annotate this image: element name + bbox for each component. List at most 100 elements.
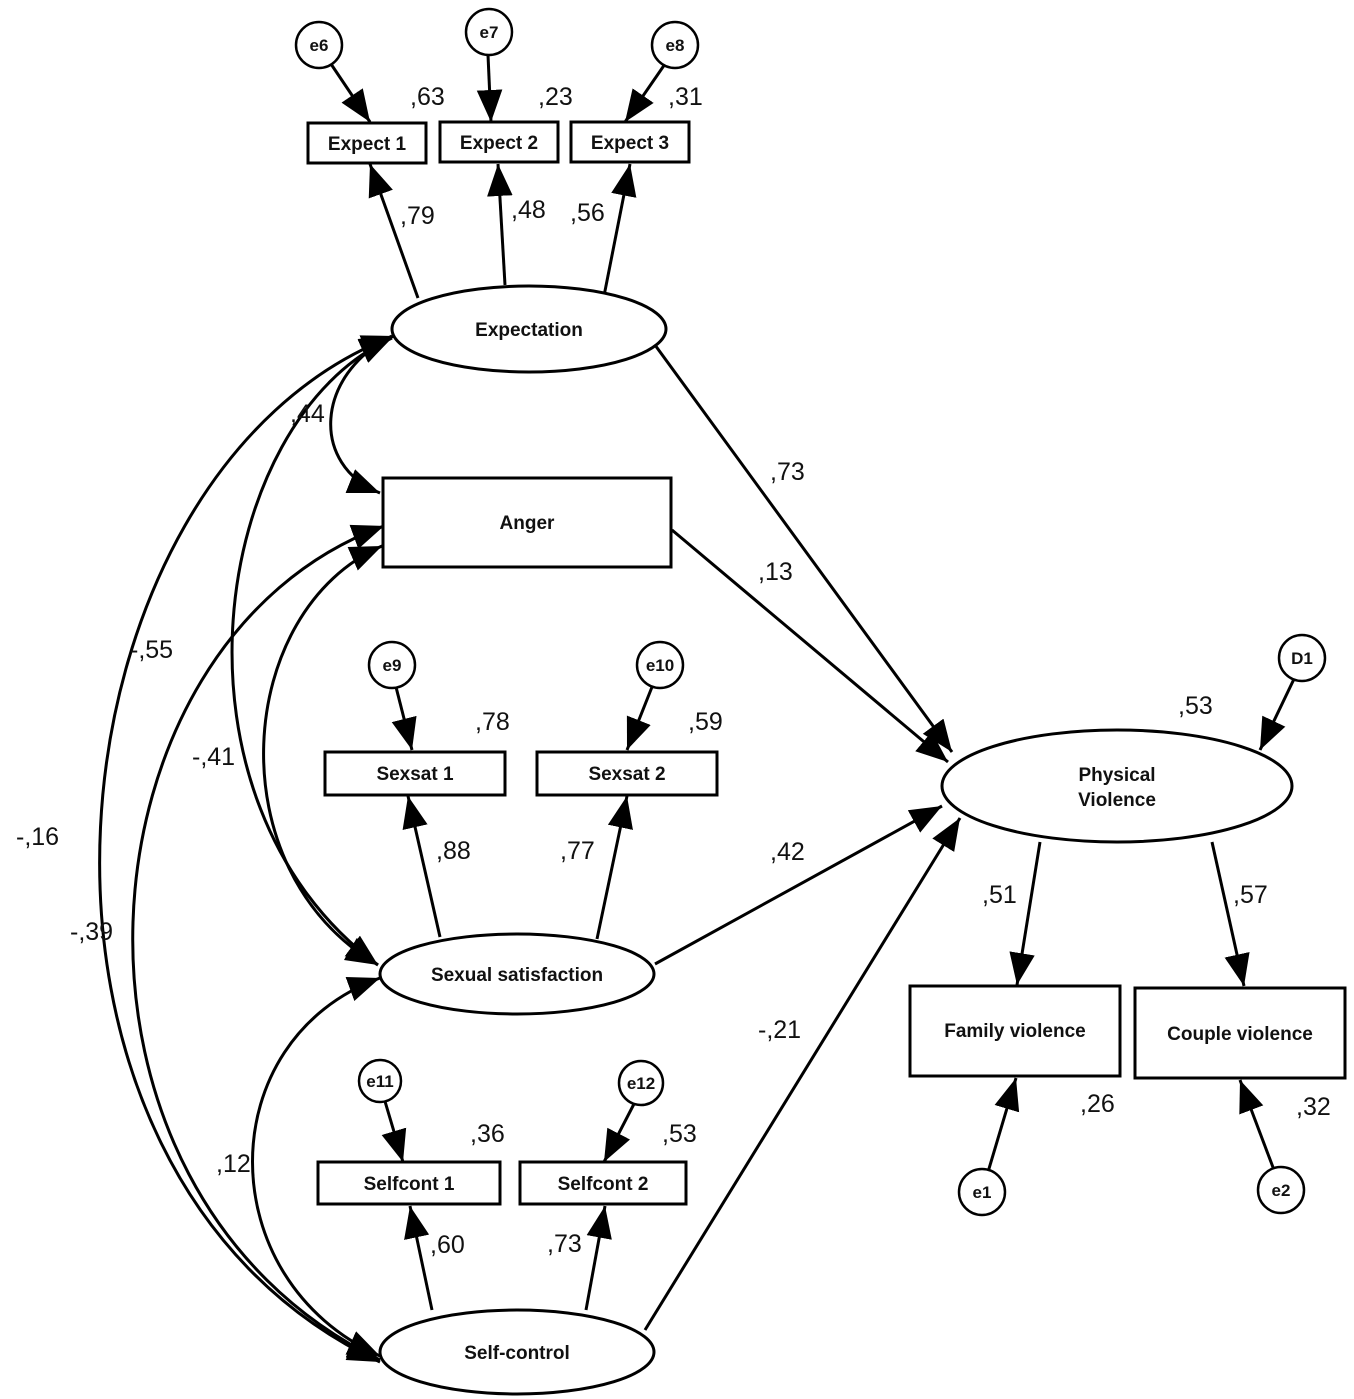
expectation-anger-correlation bbox=[329, 334, 393, 495]
physical-violence-ellipse: Physical Violence bbox=[940, 728, 1294, 844]
selfcont1-box: Selfcont 1 bbox=[316, 1160, 502, 1206]
d1-label: D1 bbox=[1291, 649, 1313, 668]
d1-to-pv-arrow bbox=[1258, 678, 1296, 751]
path-expectation-pv: ,73 bbox=[770, 458, 805, 486]
e12-to-selfcont2-arrow bbox=[602, 1101, 637, 1163]
expect3-label: Expect 3 bbox=[591, 133, 669, 154]
sexsat2-box: Sexsat 2 bbox=[535, 750, 719, 797]
e1-label: e1 bbox=[973, 1183, 992, 1202]
e9-label: e9 bbox=[383, 656, 402, 675]
e6-to-expect1-arrow bbox=[329, 63, 372, 123]
coefficients: ,63 ,23 ,31 ,78 ,59 ,36 ,53 ,53 ,26 ,32 … bbox=[16, 83, 1331, 1259]
sexsat2-label: Sexsat 2 bbox=[588, 764, 665, 785]
connectors bbox=[98, 54, 1296, 1364]
corr-anger-sexsat: -,41 bbox=[192, 743, 235, 771]
r2-sexsat1: ,78 bbox=[475, 708, 510, 736]
e12-circle: e12 bbox=[617, 1059, 665, 1107]
e6-label: e6 bbox=[310, 36, 329, 55]
r2-selfcont2: ,53 bbox=[662, 1120, 697, 1148]
anger-box: Anger bbox=[381, 476, 673, 569]
r2-expect1: ,63 bbox=[410, 83, 445, 111]
sexual-satisfaction-label: Sexual satisfaction bbox=[431, 965, 603, 986]
path-sexsat-pv: ,42 bbox=[770, 838, 805, 866]
e7-circle: e7 bbox=[464, 7, 514, 57]
family-violence-label: Family violence bbox=[944, 1021, 1086, 1042]
e11-label: e11 bbox=[366, 1072, 393, 1091]
error-terms: e6 e7 e8 e9 e10 e11 e12 D1 bbox=[294, 7, 1327, 1217]
loading-family-violence: ,51 bbox=[982, 881, 1017, 909]
selfcont2-box: Selfcont 2 bbox=[518, 1160, 688, 1206]
family-violence-box: Family violence bbox=[908, 984, 1122, 1078]
corr-anger-selfcontrol: -,39 bbox=[70, 918, 113, 946]
pv-to-family-arrow bbox=[1009, 841, 1042, 986]
r2-selfcont1: ,36 bbox=[470, 1120, 505, 1148]
r2-family-violence: ,26 bbox=[1080, 1090, 1115, 1118]
d1-circle: D1 bbox=[1277, 633, 1327, 683]
loading-sexsat1: ,88 bbox=[436, 837, 471, 865]
anger-selfcontrol-correlation bbox=[131, 524, 385, 1362]
pv-to-couple-arrow bbox=[1210, 841, 1250, 987]
expectation-selfcontrol-correlation bbox=[98, 334, 395, 1364]
physical-violence-label-line1: Physical bbox=[1078, 765, 1155, 786]
e2-circle: e2 bbox=[1256, 1165, 1306, 1215]
expectation-label: Expectation bbox=[475, 320, 583, 341]
corr-expectation-sexsat: -,55 bbox=[130, 636, 173, 664]
e9-to-sexsat1-arrow bbox=[391, 686, 417, 751]
path-selfcontrol-pv: -,21 bbox=[758, 1016, 801, 1044]
e12-label: e12 bbox=[627, 1074, 655, 1093]
r2-physical-violence: ,53 bbox=[1178, 692, 1213, 720]
corr-expectation-selfcontrol: -,16 bbox=[16, 823, 59, 851]
e10-to-sexsat2-arrow bbox=[625, 686, 654, 751]
corr-expectation-anger: ,44 bbox=[290, 400, 325, 428]
self-control-ellipse: Self-control bbox=[378, 1308, 656, 1396]
e9-circle: e9 bbox=[367, 640, 417, 690]
loading-expect2: ,48 bbox=[511, 196, 546, 224]
e7-to-expect2-arrow bbox=[476, 54, 503, 123]
expectation-to-pv-arrow bbox=[653, 344, 954, 753]
sexsat-to-sexsat1-arrow bbox=[402, 795, 442, 938]
expect3-box: Expect 3 bbox=[569, 120, 691, 164]
e1-circle: e1 bbox=[957, 1167, 1007, 1217]
anger-label: Anger bbox=[500, 513, 556, 534]
expectation-to-expect3-arrow bbox=[602, 163, 637, 297]
loading-expect1: ,79 bbox=[400, 202, 435, 230]
physical-violence-label-line2: Violence bbox=[1078, 790, 1156, 811]
couple-violence-label: Couple violence bbox=[1167, 1024, 1313, 1045]
sexual-satisfaction-ellipse: Sexual satisfaction bbox=[378, 932, 656, 1016]
r2-expect3: ,31 bbox=[668, 83, 703, 111]
e11-circle: e11 bbox=[357, 1058, 403, 1104]
r2-sexsat2: ,59 bbox=[688, 708, 723, 736]
expect2-box: Expect 2 bbox=[438, 120, 560, 164]
e6-circle: e6 bbox=[294, 20, 344, 70]
path-anger-pv: ,13 bbox=[758, 558, 793, 586]
r2-couple-violence: ,32 bbox=[1296, 1093, 1331, 1121]
selfcontrol-to-selfcont1-arrow bbox=[404, 1205, 434, 1311]
expect1-label: Expect 1 bbox=[328, 134, 407, 155]
loading-selfcont1: ,60 bbox=[430, 1231, 465, 1259]
selfcontrol-to-selfcont2-arrow bbox=[584, 1205, 612, 1311]
anger-to-pv-arrow bbox=[671, 528, 949, 764]
loading-sexsat2: ,77 bbox=[560, 837, 595, 865]
expectation-sexsat-correlation bbox=[230, 336, 393, 967]
expect1-box: Expect 1 bbox=[306, 121, 428, 165]
corr-sexsat-selfcontrol: ,12 bbox=[216, 1150, 251, 1178]
expectation-ellipse: Expectation bbox=[390, 284, 668, 374]
selfcont2-label: Selfcont 2 bbox=[558, 1174, 649, 1195]
e11-to-selfcont1-arrow bbox=[381, 1097, 407, 1163]
e2-label: e2 bbox=[1272, 1181, 1291, 1200]
e8-to-expect3-arrow bbox=[623, 63, 667, 123]
loading-couple-violence: ,57 bbox=[1233, 881, 1268, 909]
expect2-label: Expect 2 bbox=[460, 133, 538, 154]
e1-to-family-arrow bbox=[986, 1077, 1020, 1173]
sexsat-to-sexsat2-arrow bbox=[595, 795, 633, 940]
e8-circle: e8 bbox=[650, 20, 700, 70]
loading-expect3: ,56 bbox=[570, 199, 605, 227]
e10-label: e10 bbox=[646, 656, 674, 675]
sexsat-to-pv-arrow bbox=[654, 804, 943, 966]
selfcontrol-to-pv-arrow bbox=[643, 817, 962, 1331]
e7-label: e7 bbox=[480, 23, 499, 42]
anger-sexsat-correlation bbox=[262, 544, 383, 967]
selfcont1-label: Selfcont 1 bbox=[364, 1174, 455, 1195]
couple-violence-box: Couple violence bbox=[1133, 986, 1347, 1080]
